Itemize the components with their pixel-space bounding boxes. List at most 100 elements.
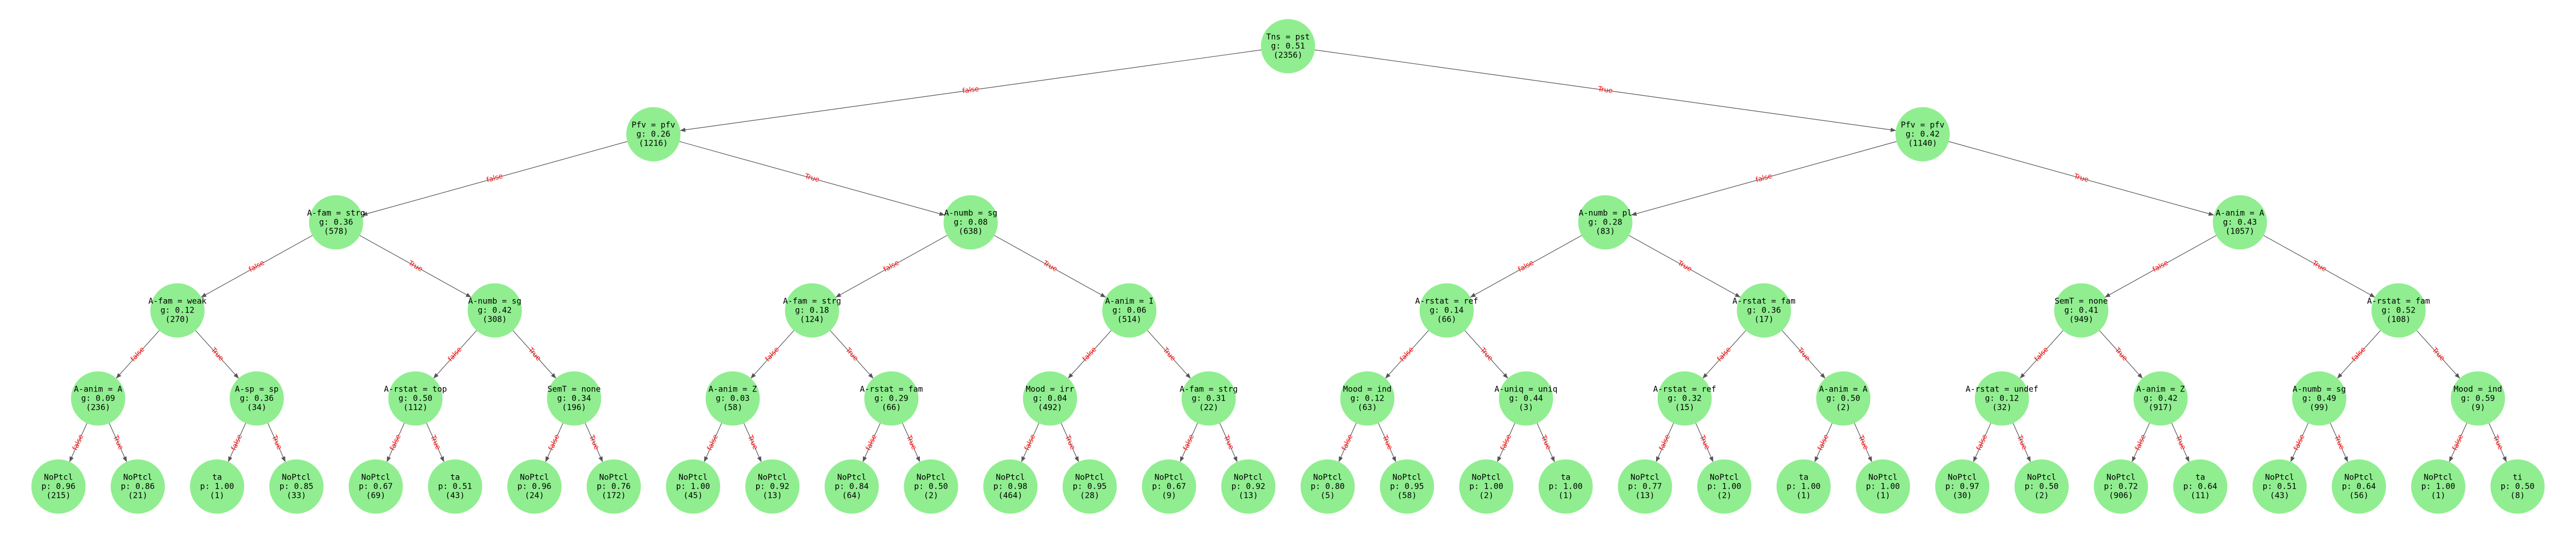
node-count: (99) bbox=[2310, 403, 2329, 412]
node-label: A-rstat = fam bbox=[860, 384, 923, 394]
node-score: g: 0.12 bbox=[1985, 394, 2019, 403]
node-circle bbox=[626, 107, 680, 162]
node-label: ta bbox=[2196, 473, 2205, 482]
tree-edge bbox=[1695, 423, 1714, 462]
tree-edge bbox=[1464, 330, 1509, 379]
node-circle bbox=[904, 459, 958, 514]
node-circle bbox=[2490, 459, 2545, 514]
node-label: A-sp = sp bbox=[235, 384, 279, 394]
node-circle bbox=[1657, 371, 1712, 426]
tree-edge-arrowhead bbox=[862, 456, 867, 462]
tree-edge bbox=[1385, 330, 1429, 379]
node-label: A-numb = sg bbox=[468, 296, 521, 306]
tree-edge bbox=[1147, 330, 1191, 379]
tree-edge bbox=[1781, 330, 1826, 379]
tree-edge bbox=[2337, 330, 2381, 379]
node-circle bbox=[547, 371, 602, 426]
tree-edge-arrowhead bbox=[1820, 373, 1826, 379]
node-label: NoPtcl bbox=[678, 473, 707, 482]
node-score: p: 0.50 bbox=[914, 482, 948, 491]
node-score: p: 0.50 bbox=[2025, 482, 2059, 491]
tree-edge-arrowhead bbox=[2208, 212, 2214, 216]
tree-edge-arrowhead bbox=[916, 456, 920, 462]
node-label: A-anim = Z bbox=[2136, 384, 2185, 394]
node-count: (9) bbox=[2471, 403, 2485, 412]
node-circle bbox=[1856, 459, 1911, 514]
node-circle bbox=[1261, 19, 1315, 74]
node-score: g: 0.18 bbox=[795, 306, 829, 315]
node-score: p: 0.86 bbox=[121, 482, 155, 491]
node-count: (43) bbox=[445, 491, 465, 500]
node-count: (1140) bbox=[1908, 139, 1937, 148]
node-score: g: 0.49 bbox=[2302, 394, 2336, 403]
node-score: p: 0.92 bbox=[1231, 482, 1265, 491]
node-count: (21) bbox=[128, 491, 148, 500]
node-label: SemT = none bbox=[2054, 296, 2107, 306]
node-count: (13) bbox=[763, 491, 782, 500]
node-label: A-uniq = uniq bbox=[1495, 384, 1557, 394]
tree-edge-arrowhead bbox=[1890, 127, 1896, 132]
tree-edge bbox=[359, 235, 472, 298]
node-circle bbox=[229, 371, 284, 426]
node-count: (63) bbox=[1358, 403, 1377, 412]
node-score: g: 0.36 bbox=[319, 217, 353, 227]
tree-edge-arrowhead bbox=[2449, 456, 2454, 462]
tree-split-node: A-numb = sgg: 0.49(99) bbox=[2292, 371, 2347, 426]
node-score: p: 1.00 bbox=[2421, 482, 2455, 491]
node-score: g: 0.42 bbox=[478, 306, 511, 315]
tree-edge-arrowhead bbox=[1868, 456, 1872, 462]
tree-edge-arrowhead bbox=[1385, 373, 1391, 379]
node-label: A-anim = I bbox=[1105, 296, 1153, 306]
node-score: p: 1.00 bbox=[676, 482, 710, 491]
node-count: (270) bbox=[165, 315, 189, 324]
node-count: (11) bbox=[2191, 491, 2210, 500]
node-score: p: 1.00 bbox=[1549, 482, 1583, 491]
tree-edge bbox=[2449, 423, 2468, 462]
node-count: (514) bbox=[1117, 315, 1141, 324]
node-score: g: 0.12 bbox=[160, 306, 194, 315]
node-circle bbox=[428, 459, 482, 514]
node-label: NoPtcl bbox=[2027, 473, 2056, 482]
node-score: g: 0.03 bbox=[716, 394, 750, 403]
tree-edge bbox=[1702, 330, 1746, 379]
node-score: p: 0.95 bbox=[1390, 482, 1424, 491]
tree-edge bbox=[743, 423, 762, 462]
node-label: NoPtcl bbox=[837, 473, 866, 482]
node-score: p: 0.96 bbox=[517, 482, 551, 491]
tree-edge-arrowhead bbox=[2137, 373, 2143, 379]
node-label: NoPtcl bbox=[758, 473, 787, 482]
tree-split-node: A-anim = Zg: 0.42(917) bbox=[2133, 371, 2188, 426]
tree-edge bbox=[545, 423, 564, 462]
node-score: g: 0.50 bbox=[1826, 394, 1860, 403]
node-score: g: 0.26 bbox=[636, 129, 670, 139]
node-count: (56) bbox=[2349, 491, 2368, 500]
node-count: (172) bbox=[602, 491, 626, 500]
tree-edge bbox=[426, 423, 444, 462]
node-score: p: 0.64 bbox=[2342, 482, 2376, 491]
tree-edge-arrowhead bbox=[2026, 456, 2031, 462]
tree-edge bbox=[1338, 423, 1357, 462]
node-label: ti bbox=[2513, 473, 2522, 482]
node-circle bbox=[1737, 283, 1791, 338]
node-score: p: 0.92 bbox=[756, 482, 789, 491]
node-count: (58) bbox=[723, 403, 742, 412]
node-label: NoPtcl bbox=[1393, 473, 1422, 482]
node-circle bbox=[190, 459, 245, 514]
node-circle bbox=[1300, 459, 1355, 514]
tree-edge-arrowhead bbox=[2369, 293, 2375, 297]
tree-edge-arrowhead bbox=[2344, 456, 2348, 462]
tree-edge bbox=[69, 423, 87, 462]
node-count: (3) bbox=[1519, 403, 1533, 412]
node-score: g: 0.29 bbox=[874, 394, 908, 403]
tree-edge bbox=[1067, 330, 1112, 379]
